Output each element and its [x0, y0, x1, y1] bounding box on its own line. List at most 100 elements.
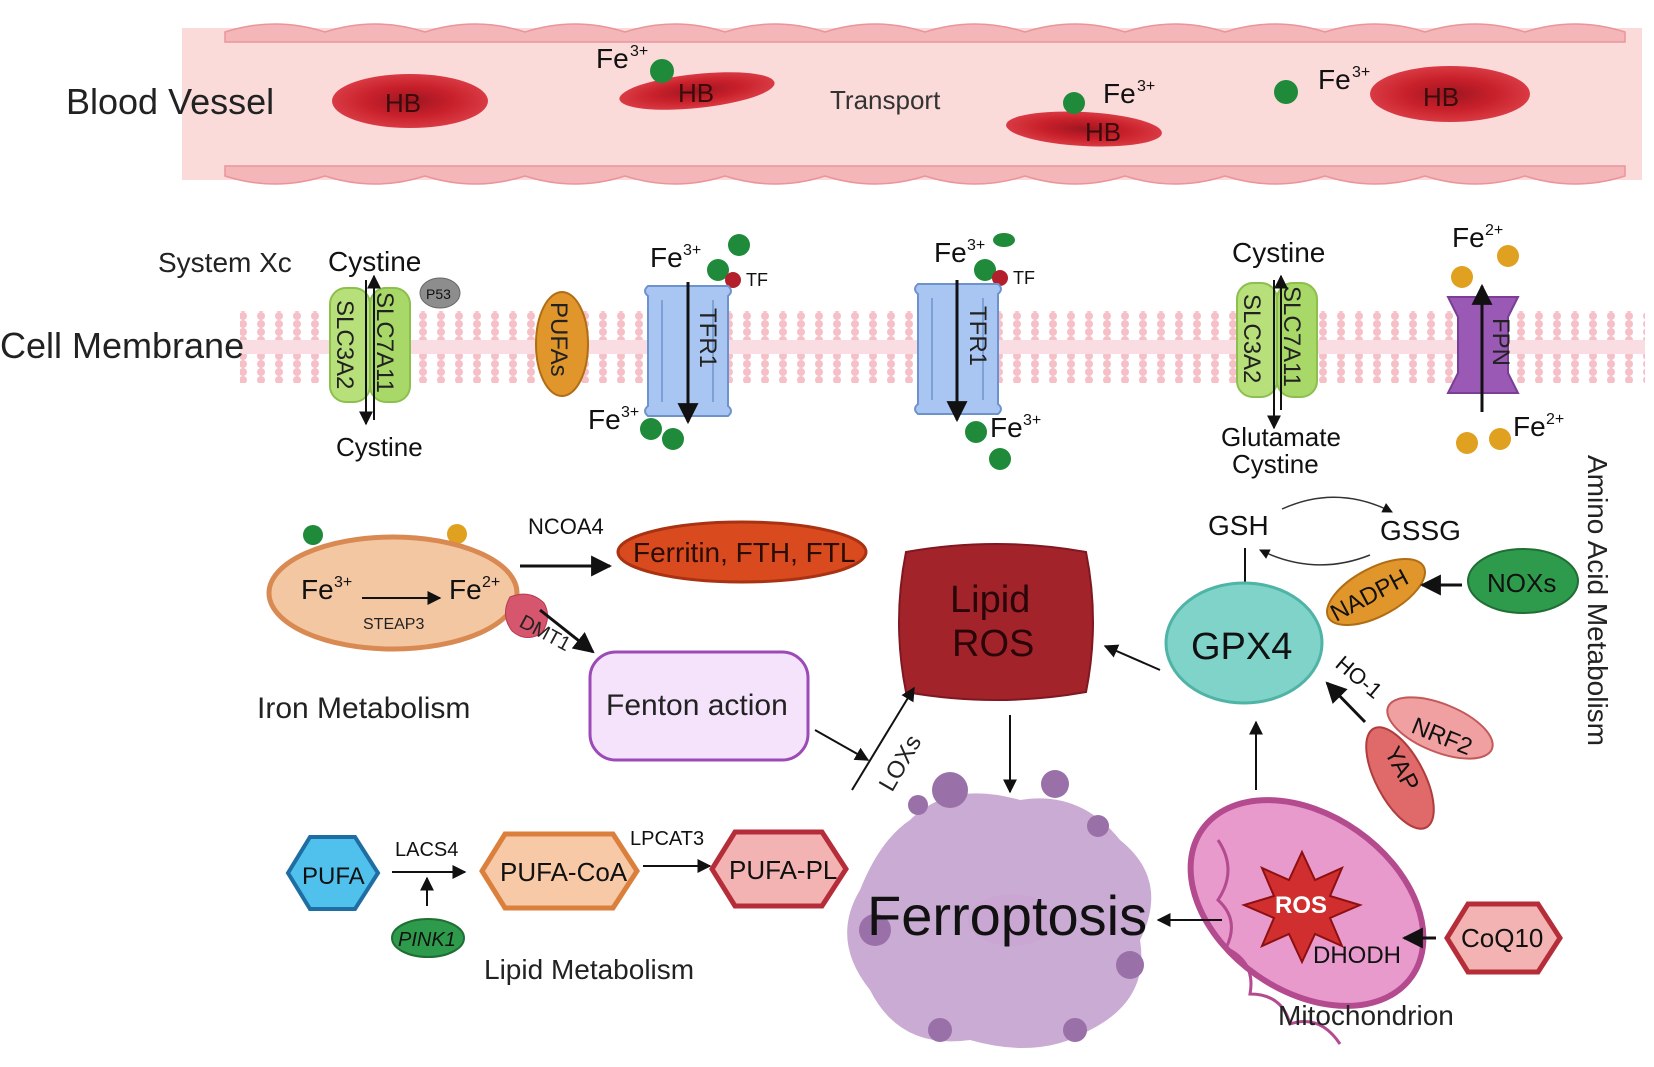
- coq10-label: CoQ10: [1461, 923, 1543, 953]
- fpn-transporter: Fe 2+ FPN Fe 2+: [1446, 222, 1564, 454]
- pufa-node: [285, 835, 381, 911]
- pink1-protein: [391, 918, 465, 958]
- fe2-label: Fe: [1513, 411, 1546, 442]
- blood-vessel: Blood Vessel HB HB HB HB Fe 3+ Transport…: [66, 23, 1642, 185]
- gpx4-node: [1164, 581, 1324, 705]
- lipid-ros-label: ROS: [952, 623, 1034, 665]
- iron3-ion: [974, 259, 996, 281]
- iron-metabolism-label: Iron Metabolism: [257, 692, 470, 725]
- svg-text:2+: 2+: [1485, 222, 1503, 239]
- svg-text:3+: 3+: [967, 237, 985, 254]
- glutamate-label: Glutamate: [1221, 422, 1341, 452]
- fe3-label: Fe: [990, 412, 1023, 443]
- iron3-ion: [662, 428, 684, 450]
- tf-label: TF: [746, 270, 768, 290]
- gssg-label: GSSG: [1380, 515, 1461, 546]
- transferrin: [725, 272, 741, 288]
- iron-metabolism: Fe 3+ Fe 2+ STEAP3 DMT1 NCOA4 Ferritin, …: [257, 514, 870, 762]
- amino-acid-metabolism-label: Amino Acid Metabolism: [1582, 455, 1613, 746]
- fe3-label: Fe: [650, 242, 683, 273]
- pufa-coa-node: [479, 831, 640, 911]
- nadph-node: [1326, 557, 1426, 627]
- mitochondrion-label: Mitochondrion: [1278, 1000, 1454, 1031]
- pufa-coa-label: PUFA-CoA: [500, 857, 628, 887]
- hb-label: HB: [385, 88, 421, 118]
- gsh-label: GSH: [1208, 510, 1269, 541]
- p53-protein: [419, 277, 461, 309]
- ferroptosis-label: Ferroptosis: [867, 884, 1147, 947]
- svg-text:2+: 2+: [1546, 411, 1564, 428]
- red-blood-cell: HB: [1006, 111, 1162, 147]
- lipid-ros-label: Lipid: [950, 579, 1030, 621]
- transferrin: [992, 270, 1008, 286]
- svg-text:3+: 3+: [630, 43, 648, 60]
- svg-text:3+: 3+: [334, 574, 352, 591]
- fenton-box: [588, 650, 810, 762]
- tfr1-label: TFR1: [964, 306, 991, 366]
- fe3-label: Fe: [301, 574, 334, 605]
- tfr1-receptor: Fe 3+ TF TFR1 Fe 3+: [588, 234, 768, 450]
- slc7a11-label: SLC7A11: [371, 292, 398, 393]
- iron3-ion: [303, 525, 323, 545]
- lacs4-label: LACS4: [395, 839, 458, 861]
- slc-transporter-left: Cystine SLC3A2 SLC7A11 P53 Cystine: [328, 246, 461, 462]
- fe3-ion-label: Fe 3+: [596, 43, 648, 74]
- slc7a11-label: SLC7A11: [1278, 286, 1305, 387]
- transport-label: Transport: [830, 85, 941, 115]
- ferritin-complex: [616, 520, 868, 584]
- fpn-label: FPN: [1487, 318, 1514, 366]
- svg-text:Fe: Fe: [596, 43, 629, 74]
- lipid-metabolism-label: Lipid Metabolism: [484, 954, 694, 985]
- noxs-node: [1467, 548, 1579, 614]
- noxs-label: NOXs: [1487, 568, 1556, 598]
- amino-acid-metabolism: GSH GSSG GPX4 NADPH NOXs HO-1 NRF2 YAP A…: [1103, 455, 1613, 830]
- iron3-ion: [1274, 80, 1298, 104]
- pufa-pl-label: PUFA-PL: [729, 855, 837, 885]
- lpcat3-label: LPCAT3: [630, 828, 704, 850]
- gpx4-label: GPX4: [1191, 626, 1292, 668]
- fe2-label: Fe: [449, 574, 482, 605]
- pufa-pl-node: [709, 829, 849, 909]
- vessel-wall-bottom: [224, 165, 1626, 185]
- fe3-ion-label: Fe 3+: [1318, 64, 1370, 95]
- iron3-ion: [728, 234, 750, 256]
- svg-text:3+: 3+: [621, 404, 639, 421]
- fe3-ion-label: Fe 3+: [1103, 78, 1155, 109]
- cell-membrane-label: Cell Membrane: [0, 325, 244, 366]
- dhodh-label: DHODH: [1313, 942, 1401, 969]
- lipid-ros: Lipid ROS: [898, 543, 1094, 701]
- steap3-label: STEAP3: [363, 616, 424, 633]
- iron2-ion: [1456, 432, 1478, 454]
- loxs-arrow: [851, 686, 915, 791]
- blood-vessel-label: Blood Vessel: [66, 81, 274, 122]
- vessel-wall-top: [224, 23, 1626, 43]
- fenton-label: Fenton action: [606, 689, 788, 722]
- pufa-label: PUFA: [302, 863, 365, 890]
- iron3-ion: [707, 259, 729, 281]
- red-blood-cell: HB: [1370, 66, 1530, 122]
- slc3a2-label: SLC3A2: [331, 300, 358, 389]
- coq10-node: [1444, 901, 1563, 975]
- cystine-label: Cystine: [336, 432, 423, 462]
- lipid-metabolism: PUFA LACS4 PINK1 PUFA-CoA LPCAT3 PUFA-PL…: [285, 828, 849, 985]
- svg-text:Fe: Fe: [1318, 64, 1351, 95]
- iron3-ion: [650, 59, 674, 83]
- iron3-ion: [1063, 92, 1085, 114]
- hb-label: HB: [1085, 117, 1121, 147]
- iron3-ion: [965, 421, 987, 443]
- ncoa4-label: NCOA4: [528, 514, 604, 539]
- tfr1-receptor: Fe 3+ TF TFR1 Fe 3+: [914, 233, 1041, 470]
- p53-label: P53: [426, 286, 451, 302]
- ferritin-label: Ferritin, FTH, FTL: [633, 537, 855, 568]
- svg-text:2+: 2+: [482, 574, 500, 591]
- svg-text:Fe: Fe: [1103, 78, 1136, 109]
- cystine-label: Cystine: [1232, 449, 1319, 479]
- pink1-label: PINK1: [398, 929, 456, 951]
- cystine-label: Cystine: [328, 246, 421, 277]
- iron3-ion: [640, 418, 662, 440]
- red-blood-cell: HB: [332, 74, 488, 128]
- ros-burst-icon: [1241, 849, 1363, 965]
- iron2-ion: [1497, 245, 1519, 267]
